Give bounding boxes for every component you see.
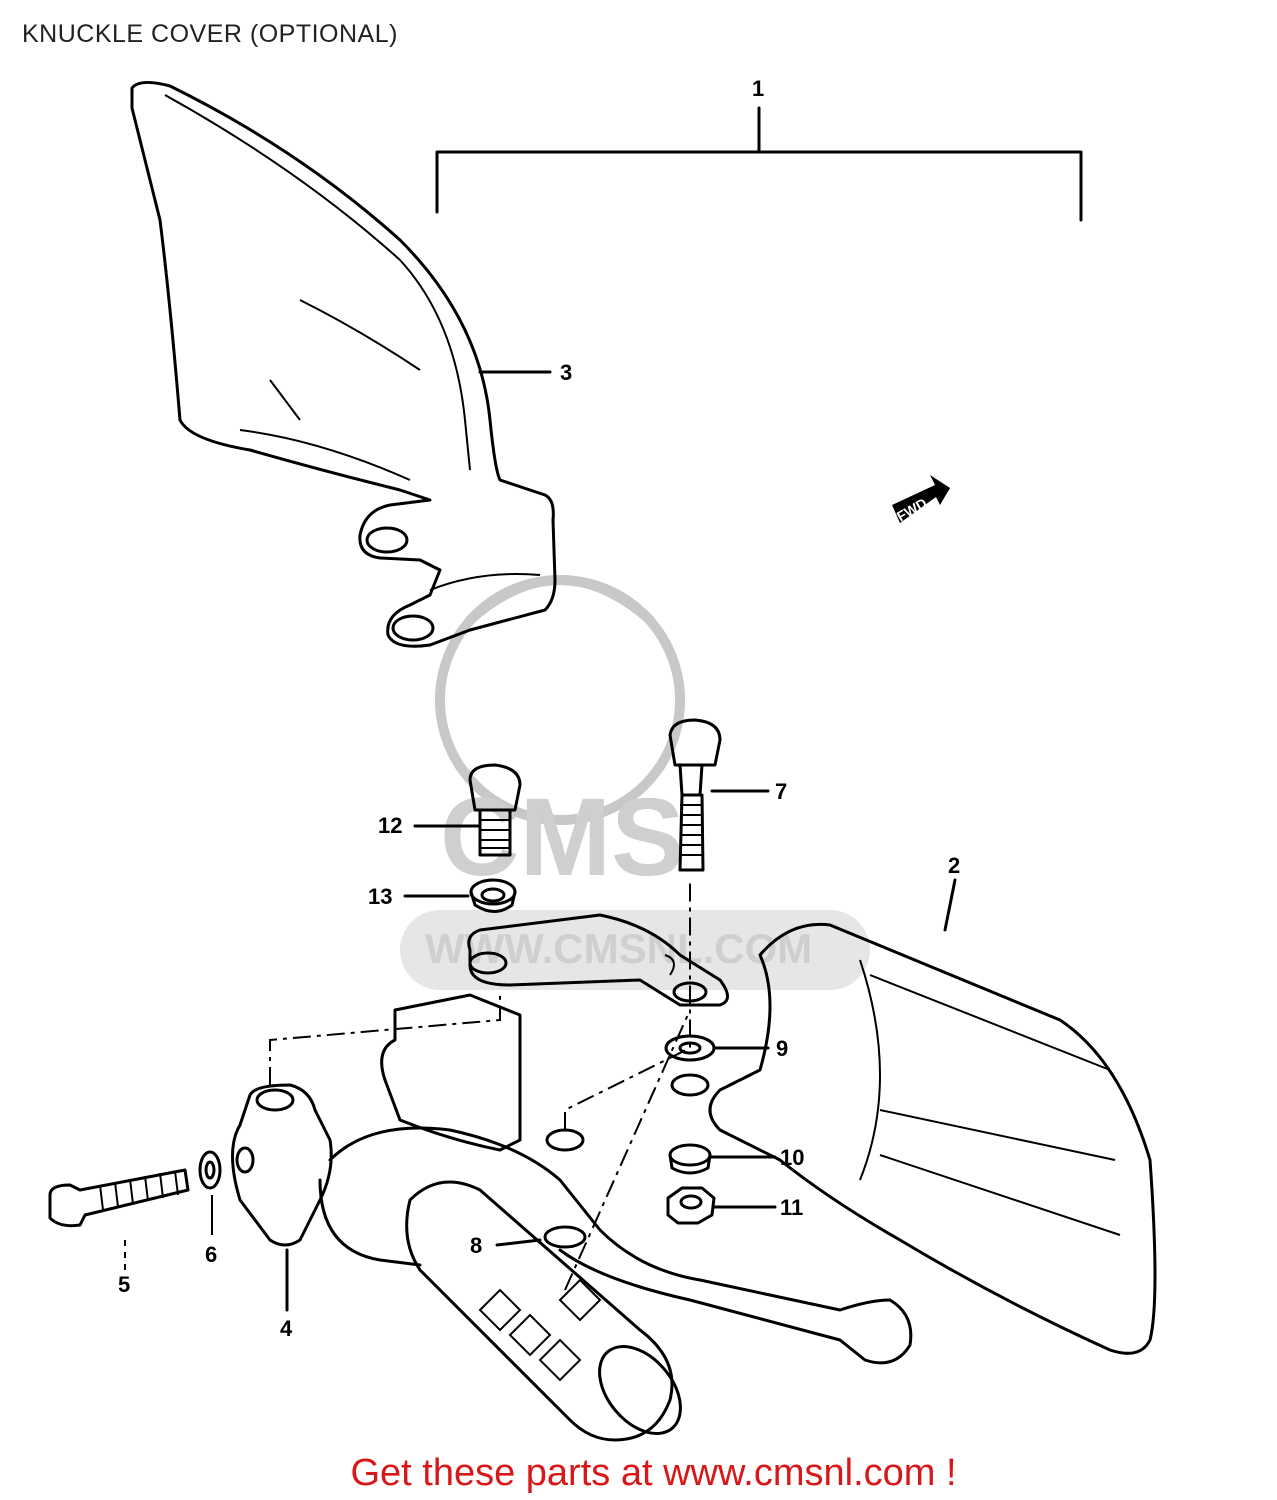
part-11-nut bbox=[666, 1186, 716, 1225]
callout-8: 8 bbox=[470, 1233, 482, 1258]
assembly-lines bbox=[269, 880, 691, 1291]
footer-link[interactable]: Get these parts at www.cmsnl.com ! bbox=[350, 1452, 957, 1494]
watermark-brand: CMS bbox=[440, 776, 684, 899]
part-13-washer bbox=[469, 878, 517, 913]
part-1-bracket bbox=[435, 106, 1083, 222]
callout-2: 2 bbox=[948, 853, 960, 878]
callout-6: 6 bbox=[205, 1242, 217, 1267]
part-6-washer bbox=[198, 1150, 222, 1235]
watermark-logo: CMS WWW.CMSNL.COM bbox=[400, 575, 870, 990]
parts-diagram: CMS WWW.CMSNL.COM FWD bbox=[48, 76, 1157, 1442]
leader-lines bbox=[403, 789, 777, 1247]
callout-1: 1 bbox=[752, 76, 764, 101]
callout-3: 3 bbox=[560, 360, 572, 385]
part-12-bolt bbox=[468, 763, 522, 857]
mounting-stay bbox=[467, 913, 729, 1007]
callout-9: 9 bbox=[776, 1036, 788, 1061]
diagram-title: KNUCKLE COVER (OPTIONAL) bbox=[22, 20, 398, 48]
part-10-washer bbox=[668, 1073, 712, 1175]
callout-5: 5 bbox=[118, 1272, 130, 1297]
part-7-bolt bbox=[668, 718, 722, 872]
part-5-bolt bbox=[48, 1168, 190, 1270]
callout-10: 10 bbox=[780, 1145, 804, 1170]
callout-4: 4 bbox=[280, 1316, 293, 1341]
callout-11: 11 bbox=[780, 1195, 803, 1220]
part-3-upper-cover bbox=[130, 81, 557, 648]
callout-7: 7 bbox=[775, 779, 787, 804]
handle-grip bbox=[405, 1180, 682, 1442]
part-4-lever-holder bbox=[231, 993, 913, 1365]
part-2-lower-cover bbox=[708, 878, 1157, 1355]
callout-13: 13 bbox=[368, 884, 392, 909]
fwd-arrow-marker: FWD bbox=[892, 475, 950, 525]
watermark-url: WWW.CMSNL.COM bbox=[425, 925, 812, 972]
callout-12: 12 bbox=[378, 813, 402, 838]
